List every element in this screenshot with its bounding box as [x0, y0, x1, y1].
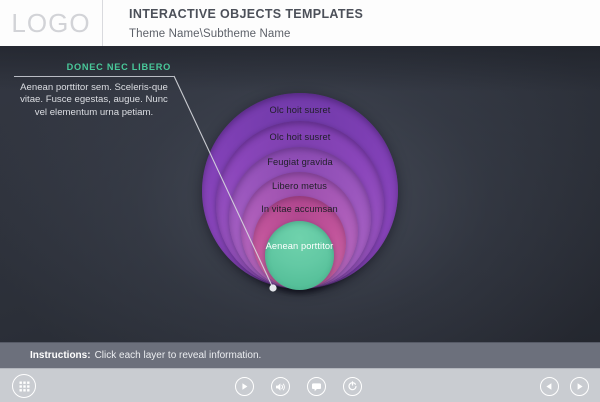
- replay-icon[interactable]: [343, 377, 362, 396]
- menu-grid-icon[interactable]: [12, 374, 36, 398]
- logo-panel: LOGO: [0, 0, 103, 46]
- callout-panel: DONEC NEC LIBERO Aenean porttitor sem. S…: [14, 62, 174, 119]
- layer-ring-1-label: Olc hoit susret: [269, 105, 331, 115]
- logo-text: LOGO: [11, 7, 91, 38]
- speech-bubble-icon[interactable]: [307, 377, 326, 396]
- volume-icon[interactable]: [271, 377, 290, 396]
- callout-title: DONEC NEC LIBERO: [66, 62, 171, 72]
- callout-body-text: Aenean porttitor sem. Sceleris-que vitae…: [20, 82, 168, 118]
- layer-ring-core[interactable]: Aenean porttitor: [265, 221, 334, 290]
- player-toolbar: [0, 368, 600, 402]
- page-title: INTERACTIVE OBJECTS TEMPLATES: [129, 6, 364, 21]
- instructions-text: Click each layer to reveal information.: [94, 350, 262, 361]
- callout-divider: [14, 76, 174, 77]
- breadcrumb: Theme Name\Subtheme Name: [129, 27, 291, 40]
- slide-stage: Olc hoit susret Olc hoit susret Feugiat …: [0, 46, 600, 342]
- page-header: LOGO INTERACTIVE OBJECTS TEMPLATES Theme…: [0, 0, 600, 46]
- next-icon[interactable]: [570, 377, 589, 396]
- layer-ring-core-label: Aenean porttitor: [265, 241, 334, 251]
- play-icon[interactable]: [235, 377, 254, 396]
- stage-top-shadow: [0, 46, 600, 92]
- instructions-label: Instructions:: [30, 350, 91, 361]
- previous-icon[interactable]: [540, 377, 559, 396]
- header-text-block: INTERACTIVE OBJECTS TEMPLATES Theme Name…: [103, 0, 600, 46]
- instructions-bar: Instructions: Click each layer to reveal…: [0, 342, 600, 368]
